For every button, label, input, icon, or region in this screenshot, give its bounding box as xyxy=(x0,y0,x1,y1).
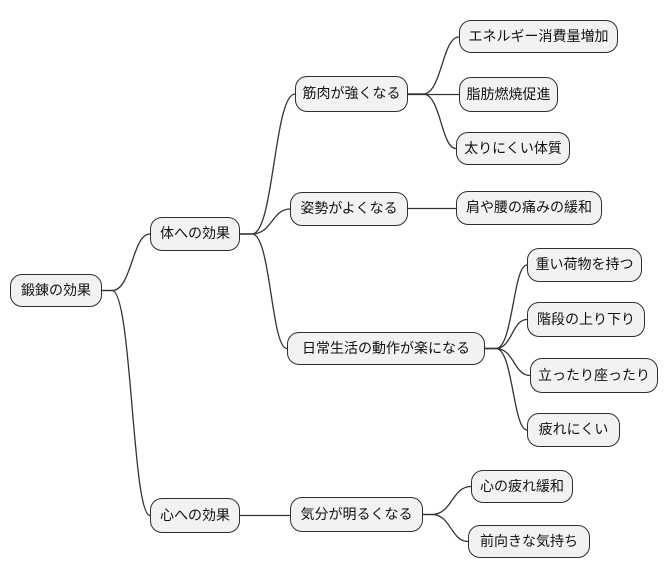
edge-body-muscle xyxy=(240,93,296,235)
edge-daily-heavy xyxy=(485,264,528,350)
node-mood: 気分が明るくなる xyxy=(290,497,423,532)
edge-muscle-slim xyxy=(408,93,457,150)
node-mind: 心への効果 xyxy=(150,498,240,533)
edge-muscle-energy xyxy=(408,36,460,95)
node-fat: 脂肪燃焼促進 xyxy=(459,77,558,112)
edge-daily-tired xyxy=(485,347,528,431)
node-tired: 疲れにくい xyxy=(527,413,620,447)
node-standsit: 立ったり座ったり xyxy=(530,358,658,393)
edge-root-mind xyxy=(101,289,151,517)
node-stairs: 階段の上り下り xyxy=(527,302,645,337)
edge-root-body xyxy=(101,233,151,292)
node-heavy: 重い荷物を持つ xyxy=(527,248,642,282)
node-body: 体への効果 xyxy=(150,217,240,251)
node-posture: 姿勢がよくなる xyxy=(290,192,408,226)
edge-mood-mental xyxy=(423,485,472,516)
edge-daily-standsit xyxy=(485,347,531,377)
edge-body-daily xyxy=(240,233,288,350)
node-daily: 日常生活の動作が楽になる xyxy=(287,332,485,365)
node-root: 鍛錬の効果 xyxy=(10,274,102,307)
node-slim: 太りにくい体質 xyxy=(456,132,570,165)
node-pain: 肩や腰の痛みの緩和 xyxy=(456,191,602,225)
node-mental: 心の疲れ緩和 xyxy=(471,470,573,503)
node-energy: エネルギー消費量増加 xyxy=(459,20,618,53)
edge-mood-positive xyxy=(423,513,469,543)
node-muscle: 筋肉が強くなる xyxy=(295,76,408,112)
node-positive: 前向きな気持ち xyxy=(468,525,590,558)
